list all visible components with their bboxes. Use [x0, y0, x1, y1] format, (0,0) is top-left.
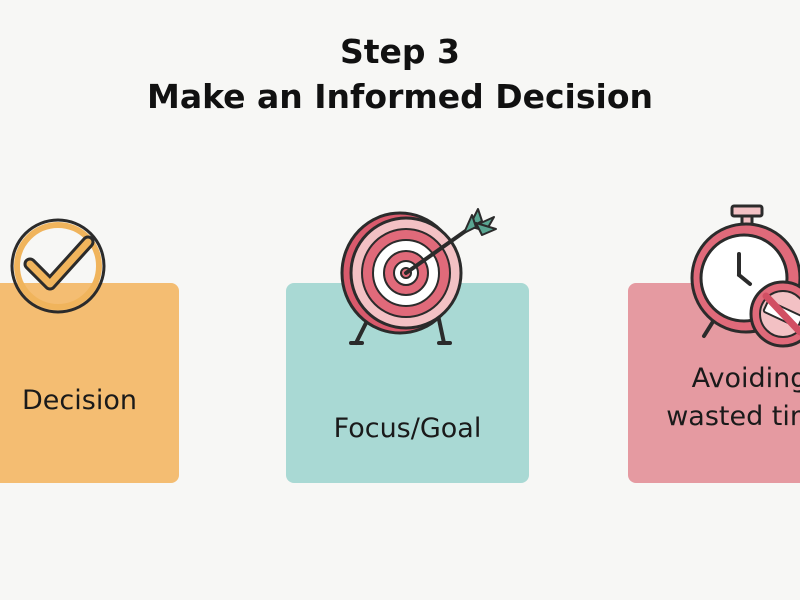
- card-decision-label: Decision: [22, 385, 137, 416]
- stopwatch-no-waste-icon: [688, 204, 800, 354]
- title-block: Step 3 Make an Informed Decision: [0, 30, 800, 120]
- target-arrow-icon: [338, 203, 500, 348]
- main-title: Make an Informed Decision: [146, 77, 653, 116]
- card-focus-goal-label: Focus/Goal: [333, 413, 482, 444]
- card-avoiding-wasted-time-label: Avoiding wasted time: [666, 363, 800, 432]
- checkmark-circle-icon: [4, 218, 112, 318]
- card-decision: Decision: [0, 283, 179, 483]
- step-title: Step 3: [340, 32, 460, 71]
